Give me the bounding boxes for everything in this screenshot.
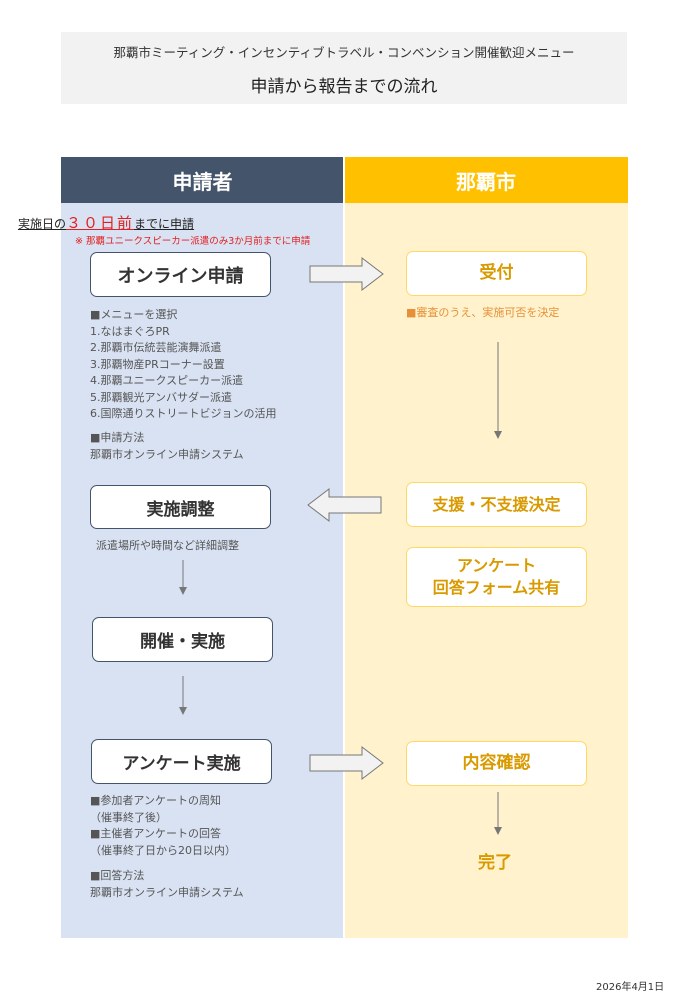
answer-method: ■回答方法 那覇市オンライン申請システム — [90, 868, 244, 901]
deadline-note: 実施日の３０日前までに申請 — [18, 212, 194, 233]
survey-share-line2: 回答フォーム共有 — [432, 578, 561, 597]
apply-method: ■申請方法 那覇市オンライン申請システム — [90, 430, 244, 463]
document-subtitle: 那覇市ミーティング・インセンティブトラベル・コンベンション開催歓迎メニュー — [113, 45, 575, 60]
survey-line: ■主催者アンケートの回答 — [90, 827, 221, 840]
down-arrow-icon — [179, 560, 187, 595]
menu-item: 6.国際通りストリートビジョンの活用 — [90, 407, 277, 420]
survey-share-line1: アンケート — [456, 556, 537, 576]
applicant-column-header: 申請者 — [61, 157, 344, 203]
survey-line: （催事終了後） — [90, 810, 167, 824]
apply-method-value: 那覇市オンライン申請システム — [90, 447, 244, 461]
menu-item: 1.なはまぐろPR — [90, 324, 170, 338]
review-note: ■審査のうえ、実施可否を決定 — [406, 306, 560, 319]
document-title: 申請から報告までの流れ — [250, 77, 438, 97]
menu-list: ■メニューを選択 1.なはまぐろPR 2.那覇市伝統芸能演舞派遣 3.那覇物産P… — [90, 307, 277, 423]
step-done: 完了 — [478, 853, 512, 873]
down-arrow-icon — [179, 676, 187, 715]
survey-line: （催事終了日から20日以内） — [90, 843, 236, 857]
right-block-arrow-icon — [309, 256, 384, 292]
naha-city-column-header: 那覇市 — [344, 157, 628, 203]
menu-item: 4.那覇ユニークスピーカー派遣 — [90, 374, 244, 387]
answer-method-heading: ■回答方法 — [90, 869, 145, 882]
menu-heading: ■メニューを選択 — [90, 308, 178, 321]
left-block-arrow-icon — [307, 487, 382, 523]
step-implementation-adjust: 実施調整 — [90, 485, 271, 529]
header-box — [61, 32, 627, 104]
step-support-decision: 支援・不支援決定 — [406, 482, 587, 527]
step-online-apply: オンライン申請 — [90, 252, 271, 297]
apply-method-heading: ■申請方法 — [90, 431, 145, 444]
column-divider — [343, 157, 345, 938]
applicant-column — [61, 203, 344, 938]
menu-item: 3.那覇物産PRコーナー設置 — [90, 357, 225, 371]
down-arrow-icon — [494, 792, 502, 835]
menu-item: 2.那覇市伝統芸能演舞派遣 — [90, 341, 222, 354]
deadline-prefix: 実施日の — [18, 217, 67, 231]
right-block-arrow-icon — [309, 745, 384, 781]
step-reception: 受付 — [406, 251, 587, 296]
step-held: 開催・実施 — [92, 617, 273, 662]
menu-item: 5.那覇観光アンバサダー派遣 — [90, 390, 233, 404]
step-content-check: 内容確認 — [406, 741, 587, 786]
speaker-deadline-note: ※ 那覇ユニークスピーカー派遣のみ3か月前までに申請 — [75, 236, 311, 247]
footer-date: 2026年4月1日 — [596, 982, 665, 993]
survey-list: ■参加者アンケートの周知 （催事終了後） ■主催者アンケートの回答 （催事終了日… — [90, 793, 236, 859]
deadline-suffix: までに申請 — [134, 217, 195, 231]
survey-line: ■参加者アンケートの周知 — [90, 794, 221, 807]
step-survey-conduct: アンケート実施 — [91, 739, 272, 784]
answer-method-value: 那覇市オンライン申請システム — [90, 885, 244, 899]
detail-note: 派遣場所や時間など詳細調整 — [96, 539, 239, 552]
down-arrow-icon — [494, 342, 502, 439]
deadline-highlight: ３０日前 — [66, 214, 135, 232]
step-survey-form-share: アンケート 回答フォーム共有 — [406, 547, 587, 607]
